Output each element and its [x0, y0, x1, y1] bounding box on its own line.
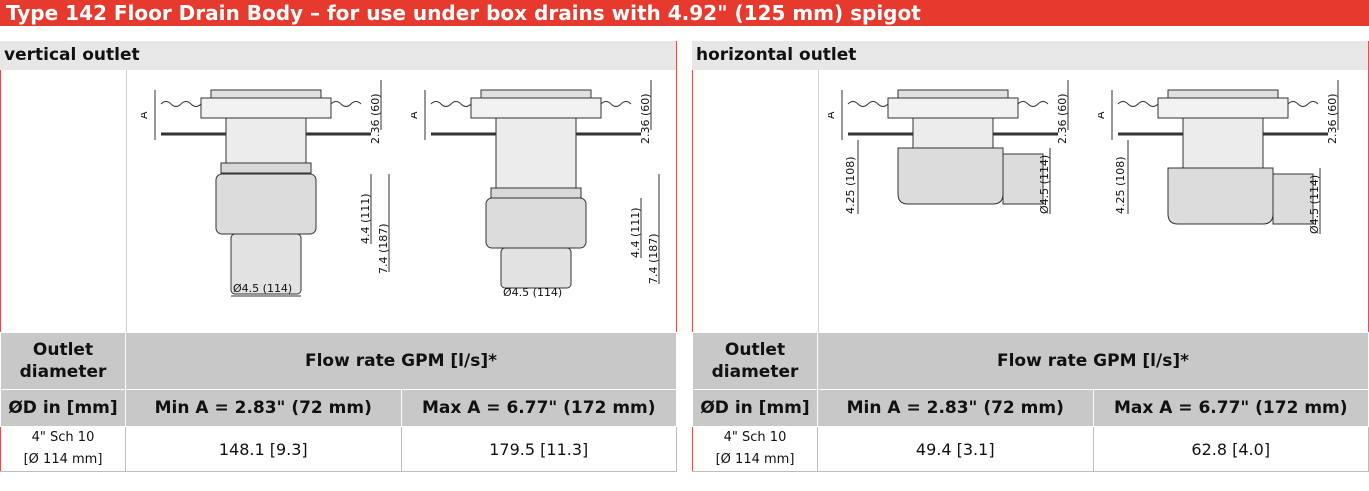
diameter-line2: [Ø 114 mm]: [23, 452, 103, 467]
col-header-flow: Flow rate GPM [l/s]*: [125, 332, 677, 390]
dim-h1: 2.36 (60): [369, 93, 382, 144]
page-title: Type 142 Floor Drain Body – for use unde…: [0, 0, 1369, 26]
col-header-outlet: Outlet diameter: [0, 332, 126, 390]
technical-drawing: A 2.36 (60) 4.4 (111) 7.4 (187) Ø4.5 (11…: [407, 80, 660, 299]
section-title: horizontal outlet: [692, 41, 1369, 70]
technical-drawing: A 2.36 (60) 4.4 (111) 7.4 (187) Ø4.5 (11…: [137, 80, 390, 297]
subheader-min: Min A = 2.83" (72 mm): [817, 389, 1094, 427]
horizontal-outlet-panel: horizontal outlet A: [692, 41, 1369, 491]
cell-min: 148.1 [9.3]: [125, 426, 402, 472]
dim-h1: 2.36 (60): [1056, 93, 1069, 144]
dim-h2: 4.25 (108): [1114, 156, 1127, 214]
dim-a: A: [1098, 111, 1107, 119]
diameter-line2: [Ø 114 mm]: [715, 452, 795, 467]
cell-max: 179.5 [11.3]: [401, 426, 677, 472]
subheader-max: Max A = 6.77" (172 mm): [1092, 389, 1369, 427]
dim-h3: 7.4 (187): [377, 223, 390, 274]
dim-d1: Ø4.5 (114): [503, 286, 562, 299]
drawings-area: A 2.36 (60) 4.25 (108) Ø4.5 (114): [692, 70, 1369, 332]
dim-h3: 7.4 (187): [647, 233, 660, 284]
dim-d1: Ø4.5 (114): [1308, 175, 1321, 234]
col-header-flow: Flow rate GPM [l/s]*: [817, 332, 1369, 390]
section-title: vertical outlet: [0, 41, 677, 70]
dim-h1: 2.36 (60): [639, 93, 652, 144]
drawing-vertical-max: A 2.36 (60) 4.4 (111) 7.4 (187) Ø4.5 (11…: [407, 74, 667, 300]
subheader-d: ØD in [mm]: [692, 389, 818, 427]
subheader-d: ØD in [mm]: [0, 389, 126, 427]
cell-max: 62.8 [4.0]: [1093, 426, 1369, 472]
drawing-vertical-min: A 2.36 (60) 4.4 (111) 7.4 (187) Ø4.5 (11…: [137, 74, 397, 300]
subheader-max: Max A = 6.77" (172 mm): [400, 389, 677, 427]
dim-d1: Ø4.5 (114): [233, 282, 292, 295]
cell-diameter: 4" Sch 10 [Ø 114 mm]: [692, 426, 818, 472]
dim-a: A: [141, 111, 150, 119]
diameter-line1: 4" Sch 10: [31, 430, 95, 445]
technical-drawing: A 2.36 (60) 4.25 (108) Ø4.5 (114): [824, 80, 1069, 214]
dim-h2: 4.25 (108): [844, 156, 857, 214]
subheader-min: Min A = 2.83" (72 mm): [125, 389, 402, 427]
dim-h2: 4.4 (111): [629, 207, 642, 258]
flow-rate-table: Outlet diameter Flow rate GPM [l/s]* ØD …: [692, 332, 1369, 472]
drawing-horizontal-max: A 2.36 (60) 4.25 (108) Ø4.5 (114): [1094, 74, 1354, 300]
dim-a: A: [411, 111, 420, 119]
technical-drawing: A 2.36 (60) 4.25 (108) Ø4.5 (114): [1094, 80, 1339, 234]
cell-min: 49.4 [3.1]: [817, 426, 1094, 472]
dim-d1: Ø4.5 (114): [1038, 155, 1051, 214]
dim-h2: 4.4 (111): [359, 193, 372, 244]
dim-a: A: [828, 111, 837, 119]
diameter-line1: 4" Sch 10: [723, 430, 787, 445]
dim-h1: 2.36 (60): [1326, 93, 1339, 144]
flow-rate-table: Outlet diameter Flow rate GPM [l/s]* ØD …: [0, 332, 677, 472]
drawing-horizontal-min: A 2.36 (60) 4.25 (108) Ø4.5 (114): [824, 74, 1084, 300]
col-header-outlet: Outlet diameter: [692, 332, 818, 390]
vertical-outlet-panel: vertical outlet: [0, 41, 677, 491]
divider: [818, 70, 819, 332]
cell-diameter: 4" Sch 10 [Ø 114 mm]: [0, 426, 126, 472]
divider: [126, 70, 127, 332]
drawings-area: A 2.36 (60) 4.4 (111) 7.4 (187) Ø4.5 (11…: [0, 70, 677, 332]
